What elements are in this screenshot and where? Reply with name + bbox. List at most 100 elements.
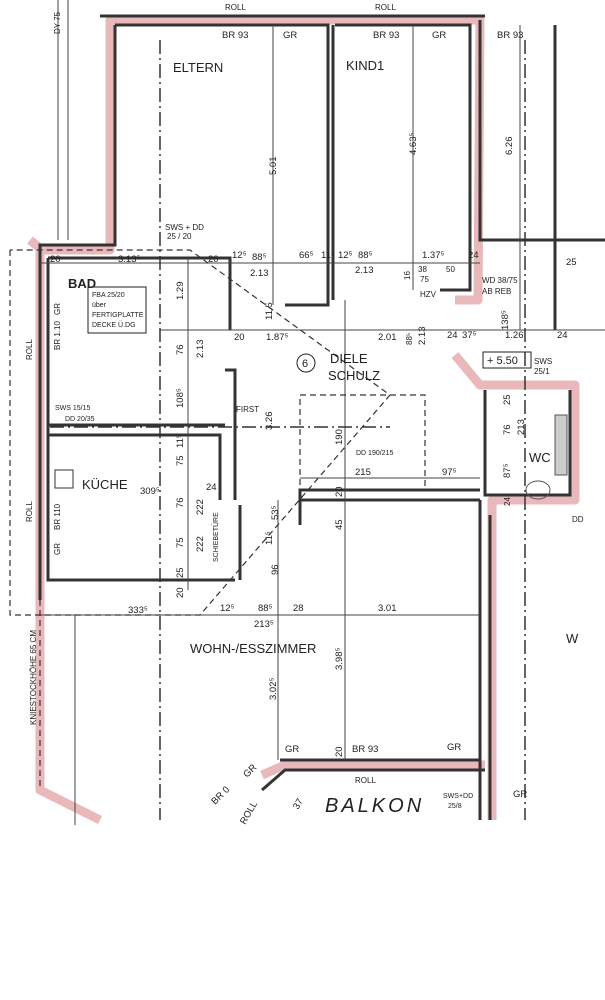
- dimension: 222: [195, 499, 206, 515]
- dimension: 24: [503, 497, 512, 506]
- note: BR 93: [222, 30, 248, 41]
- dimension: 1.29: [175, 282, 186, 301]
- dimension: 87⁵: [502, 463, 513, 478]
- stove-icon: [54, 469, 74, 489]
- dimension: 16: [403, 271, 412, 280]
- dimension: 2.13: [195, 340, 206, 359]
- room-diele-name: SCHULZ: [328, 368, 380, 383]
- dimension: 2.01: [378, 332, 397, 343]
- room-balkon: BALKON: [325, 795, 424, 817]
- room-diele: DIELE: [330, 351, 368, 366]
- dashed-lines: [9, 40, 526, 820]
- note: BR 93: [373, 30, 399, 41]
- dimension: 97⁵: [442, 467, 457, 478]
- note: BR 0: [209, 784, 232, 807]
- room-wc: WC: [529, 450, 551, 465]
- dimension: 4.63⁵: [408, 133, 419, 155]
- dimension: 3.01: [378, 603, 397, 614]
- dimension: 3.26: [264, 412, 275, 431]
- dimension: 25: [175, 567, 186, 578]
- note: GR: [285, 744, 299, 755]
- dimension: 66⁵: [299, 250, 314, 261]
- dimension: 76: [502, 424, 513, 435]
- note: GR: [241, 762, 259, 780]
- note: ROLL: [355, 776, 376, 785]
- level-box: [482, 351, 532, 369]
- fba-note-box: [87, 286, 147, 334]
- dimension: 75: [175, 537, 186, 548]
- dimension: 3.98⁵: [334, 648, 345, 670]
- note: DD 20/35: [65, 416, 95, 423]
- dimension: 2.13: [417, 327, 428, 346]
- dimension: 45: [334, 519, 345, 530]
- dimension: 12⁵: [338, 250, 353, 261]
- note: SWS+DD: [443, 793, 473, 800]
- note: SWS 15/15: [55, 405, 91, 412]
- note: GR: [513, 789, 527, 800]
- room-bad: BAD: [68, 276, 96, 291]
- room-wohn: WOHN-/ESSZIMMER: [190, 641, 316, 656]
- dimension: 24: [447, 330, 458, 341]
- dimension: 20: [234, 332, 245, 343]
- dimension: 11⁵: [264, 531, 275, 545]
- dimension: 28: [293, 603, 304, 614]
- note: BR 110: [53, 503, 62, 530]
- dimension: 20: [334, 746, 345, 757]
- note: über: [92, 302, 107, 309]
- note: FERTIGPLATTE: [92, 312, 144, 319]
- note: 25 / 20: [167, 232, 192, 241]
- dimension: 75: [175, 455, 186, 466]
- dimension: 3.02⁵: [268, 678, 279, 700]
- note: FBA 25/20: [92, 292, 125, 299]
- note: GR: [283, 30, 297, 41]
- dimension: 76: [175, 497, 186, 508]
- dimension: 11.5: [264, 302, 275, 320]
- dimension-lines: [40, 0, 605, 825]
- note: 25/8: [448, 803, 462, 810]
- note: 25/1: [534, 367, 550, 376]
- room-kind: KIND1: [346, 58, 384, 73]
- dimension: 20: [208, 254, 219, 265]
- note: GR: [447, 742, 461, 753]
- dimension: 88⁵: [252, 252, 267, 263]
- wc-toilet-icon: [525, 414, 568, 500]
- dimension: 12⁵: [220, 603, 235, 614]
- dimension: 213⁵: [254, 619, 274, 630]
- note: SWS + DD: [165, 223, 204, 232]
- dimension: 37⁵: [462, 330, 477, 341]
- dimension: 190: [334, 429, 345, 445]
- dimension: 88⁵: [358, 250, 373, 261]
- dimension: 108⁵: [175, 388, 186, 408]
- dimension: 3.13⁵: [118, 254, 140, 265]
- dimension: 215: [355, 467, 371, 478]
- dimension: 138⁵: [500, 310, 511, 330]
- dimension: 6.26: [504, 137, 515, 156]
- dimension: 2.13: [355, 265, 374, 276]
- note: KNIESTOCKHÖHE 65 CM: [29, 630, 38, 725]
- dimension: 96: [270, 564, 281, 575]
- note: BR 93: [497, 30, 523, 41]
- dimension: 37: [291, 797, 306, 812]
- dimension: 20: [50, 254, 61, 265]
- note: BR 93: [352, 744, 378, 755]
- note: ROLL: [238, 799, 260, 826]
- note: GR: [53, 303, 62, 315]
- room-right-partial: W: [566, 631, 579, 646]
- room-eltern: ELTERN: [173, 60, 223, 75]
- note: GR: [53, 543, 62, 555]
- note: DD: [572, 515, 584, 524]
- dimension: 1.87⁵: [266, 332, 288, 343]
- note: HZV: [420, 290, 437, 299]
- note: ROLL: [25, 501, 34, 522]
- room-labels: ELTERN KIND1 BAD KÜCHE 6 DIELE SCHULZ WC…: [68, 58, 579, 817]
- dimension: 76: [175, 344, 186, 355]
- note: DECKE Ü.DG: [92, 321, 136, 329]
- dimension: 20: [175, 587, 186, 598]
- level-value: + 5.50: [487, 355, 518, 367]
- dimension: 53⁵: [270, 505, 281, 520]
- room-number-circle: [296, 353, 316, 373]
- dimension: 222: [195, 536, 206, 552]
- dimension: 38: [418, 265, 427, 274]
- dimension: 213: [516, 419, 527, 435]
